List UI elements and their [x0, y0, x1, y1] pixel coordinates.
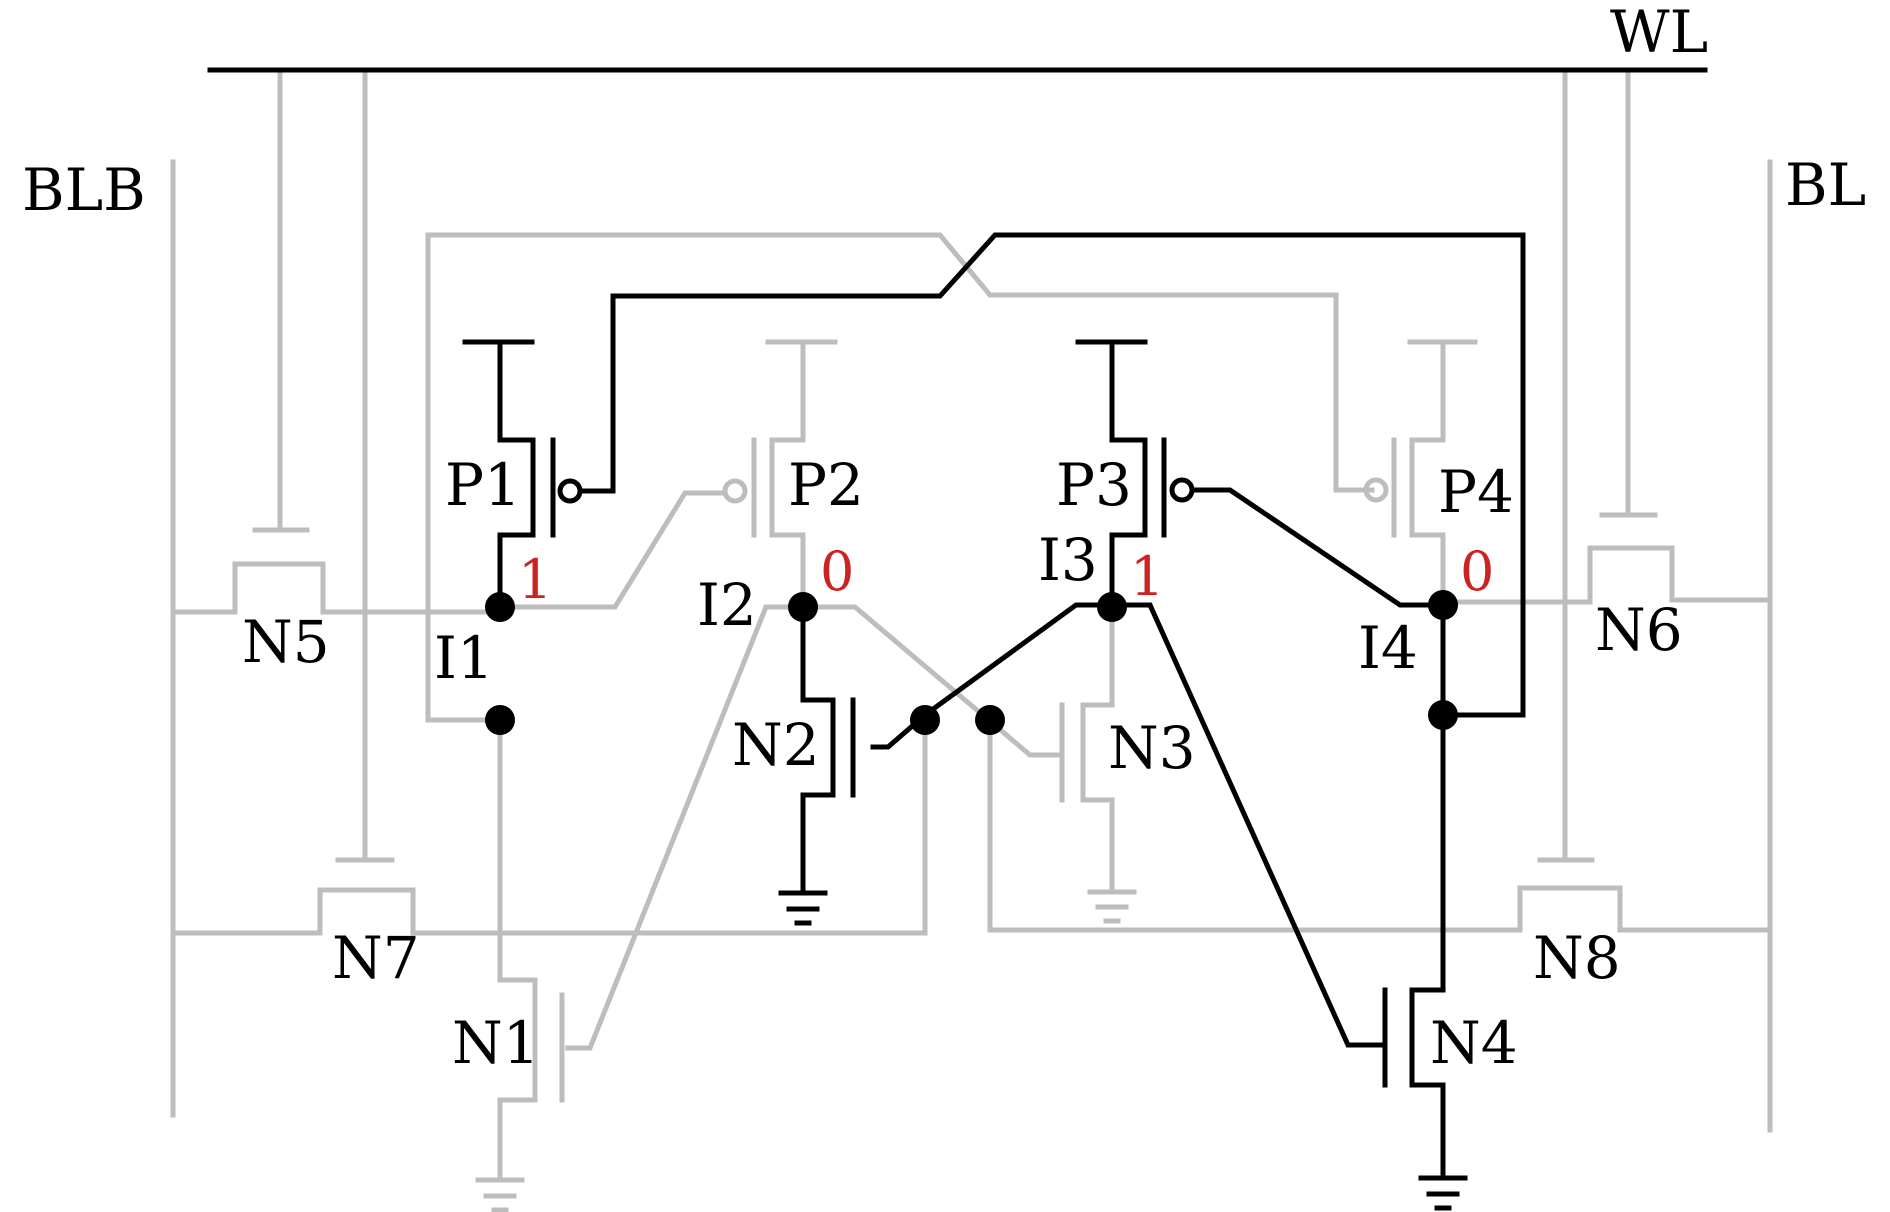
i3-value: 1 — [1130, 545, 1164, 608]
i1-to-p2-gate — [497, 490, 728, 610]
n2-body — [800, 604, 836, 896]
inactive-wiring — [170, 67, 1773, 1212]
p1-gate-bubble — [557, 478, 583, 504]
n8-channel — [987, 717, 1773, 933]
i1-label: I1 — [434, 624, 494, 692]
i1-lower-dot — [485, 705, 515, 735]
n2-label: N2 — [732, 711, 820, 779]
i1-value: 1 — [518, 548, 552, 611]
p3-gate-to-i4 — [1189, 487, 1446, 608]
p4-label: P4 — [1438, 458, 1514, 526]
i4-value: 0 — [1460, 540, 1494, 603]
i2-to-n3-gate — [800, 604, 1063, 758]
i2-label: I2 — [697, 571, 757, 639]
n7-label: N7 — [332, 924, 420, 992]
n3-label: N3 — [1108, 714, 1196, 782]
active-wiring — [207, 67, 1708, 1211]
n6-label: N6 — [1595, 596, 1683, 664]
wl-label: WL — [1610, 0, 1708, 66]
n5-label: N5 — [242, 608, 330, 676]
n1-ground — [475, 1177, 525, 1212]
black-cross-loop — [577, 232, 1526, 718]
p4-gate-bubble — [1363, 477, 1389, 503]
i3-dot — [1097, 592, 1127, 622]
i4-lower-dot — [1428, 700, 1458, 730]
i2-to-n1-gate — [565, 604, 806, 1051]
bl-label: BL — [1785, 151, 1866, 219]
p3-gate-bubble — [1169, 477, 1195, 503]
line-labels: WL BLB BL — [22, 0, 1866, 224]
n4-body — [1409, 602, 1446, 1181]
node-labels: I1 I2 I3 I4 — [434, 526, 1418, 692]
p3-label: P3 — [1056, 451, 1132, 519]
transistor-labels: P1 P2 P3 P4 N1 N2 N3 N4 N5 N6 N7 N8 — [242, 451, 1683, 1077]
n3-ground — [1087, 889, 1137, 924]
p3-body — [1109, 339, 1148, 608]
n1-body — [497, 717, 538, 1183]
n4-label: N4 — [1430, 1009, 1518, 1077]
i3-to-n4-gate — [1109, 602, 1386, 1048]
n3-body — [1080, 602, 1115, 893]
n5-channel — [170, 561, 503, 615]
n7-channel — [170, 712, 928, 936]
n3-gate-dot — [975, 705, 1005, 735]
n1-label: N1 — [452, 1009, 540, 1077]
p4-body — [1409, 339, 1446, 608]
i2-dot — [788, 592, 818, 622]
n2-gate-dot — [910, 705, 940, 735]
n6-channel — [1440, 545, 1773, 605]
junctions — [485, 590, 1458, 735]
i4-dot — [1428, 590, 1458, 620]
p2-body — [769, 339, 806, 610]
p1-body — [497, 339, 536, 610]
i4-label: I4 — [1358, 614, 1418, 682]
p1-label: P1 — [445, 451, 521, 519]
i3-label: I3 — [1038, 526, 1098, 594]
p2-label: P2 — [788, 451, 864, 519]
p2-gate-bubble — [722, 478, 748, 504]
blb-label: BLB — [22, 156, 146, 224]
n2-ground — [778, 890, 828, 926]
node-values: 1 0 1 0 — [518, 540, 1494, 611]
n8-label: N8 — [1533, 924, 1621, 992]
n4-ground — [1418, 1175, 1468, 1211]
i2-value: 0 — [820, 540, 854, 603]
i1-dot — [485, 592, 515, 622]
